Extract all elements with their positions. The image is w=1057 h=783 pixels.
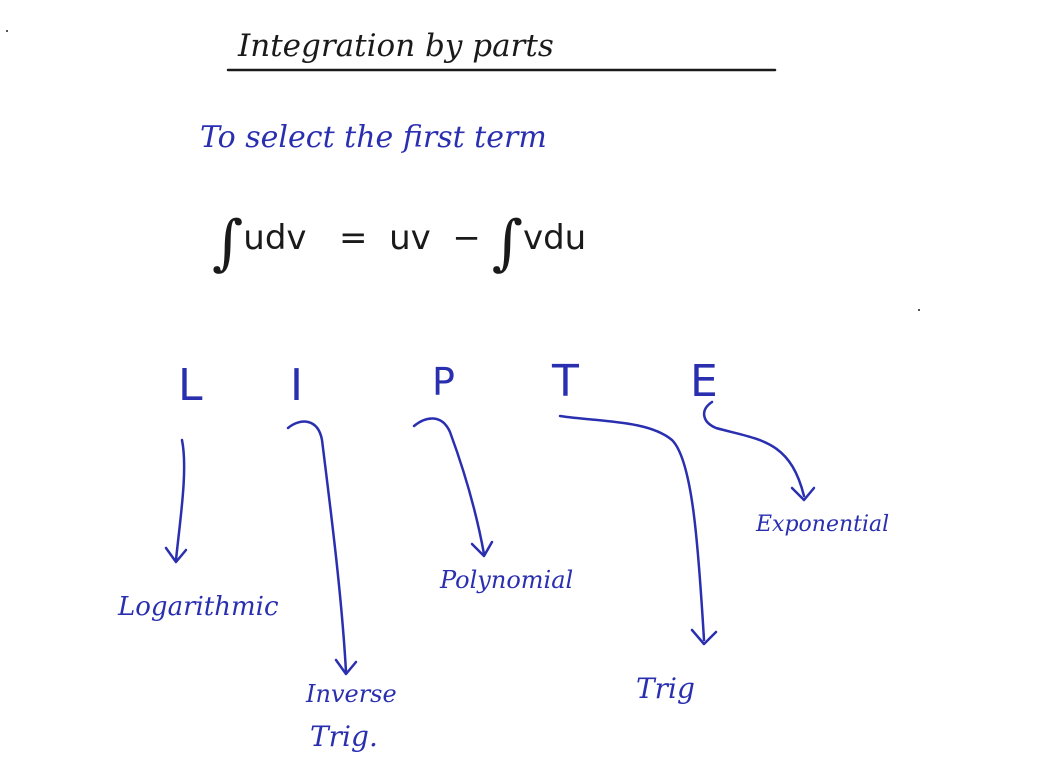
label-inverse-trig: Trig. — [310, 720, 378, 753]
letter-e: E — [690, 356, 718, 407]
arrowhead-trig — [690, 628, 718, 646]
arrowhead-polynomial — [470, 540, 494, 558]
formula-uv: uv — [389, 218, 431, 258]
label-polynomial: Polynomial — [440, 566, 574, 594]
page-title: Integration by parts — [238, 28, 554, 64]
integral-sign-right: ∫ — [491, 208, 523, 278]
label-logarithmic: Logarithmic — [118, 592, 279, 622]
letter-i: I — [290, 360, 303, 411]
label-inverse: Inverse — [306, 680, 397, 708]
label-trig: Trig — [636, 672, 695, 705]
arrow-e-to-exponential — [703, 400, 806, 498]
label-exponential: Exponential — [756, 512, 890, 537]
letter-p: P — [432, 360, 455, 404]
formula-rhs: vdu — [522, 218, 587, 258]
integral-sign-left: ∫ — [212, 208, 244, 278]
arrowhead-logarithmic — [164, 546, 188, 564]
arrowhead-inverse — [334, 658, 358, 676]
arrow-i-to-inverse — [286, 420, 348, 674]
formula-lhs: udv — [243, 218, 307, 258]
letter-t: T — [552, 356, 579, 407]
formula-equals: = — [338, 218, 368, 258]
stray-mark-top-left — [6, 30, 8, 32]
integration-by-parts-formula: ∫udv = uv − ∫vdu — [212, 208, 586, 278]
arrowhead-exponential — [790, 486, 816, 502]
arrow-t-to-trig — [558, 414, 706, 642]
subtitle: To select the first term — [200, 120, 547, 155]
arrow-l-to-logarithmic — [174, 438, 186, 562]
arrow-p-to-polynomial — [412, 417, 486, 556]
letter-l: L — [178, 360, 203, 411]
formula-minus: − — [452, 218, 481, 258]
stray-mark-right — [918, 309, 920, 311]
